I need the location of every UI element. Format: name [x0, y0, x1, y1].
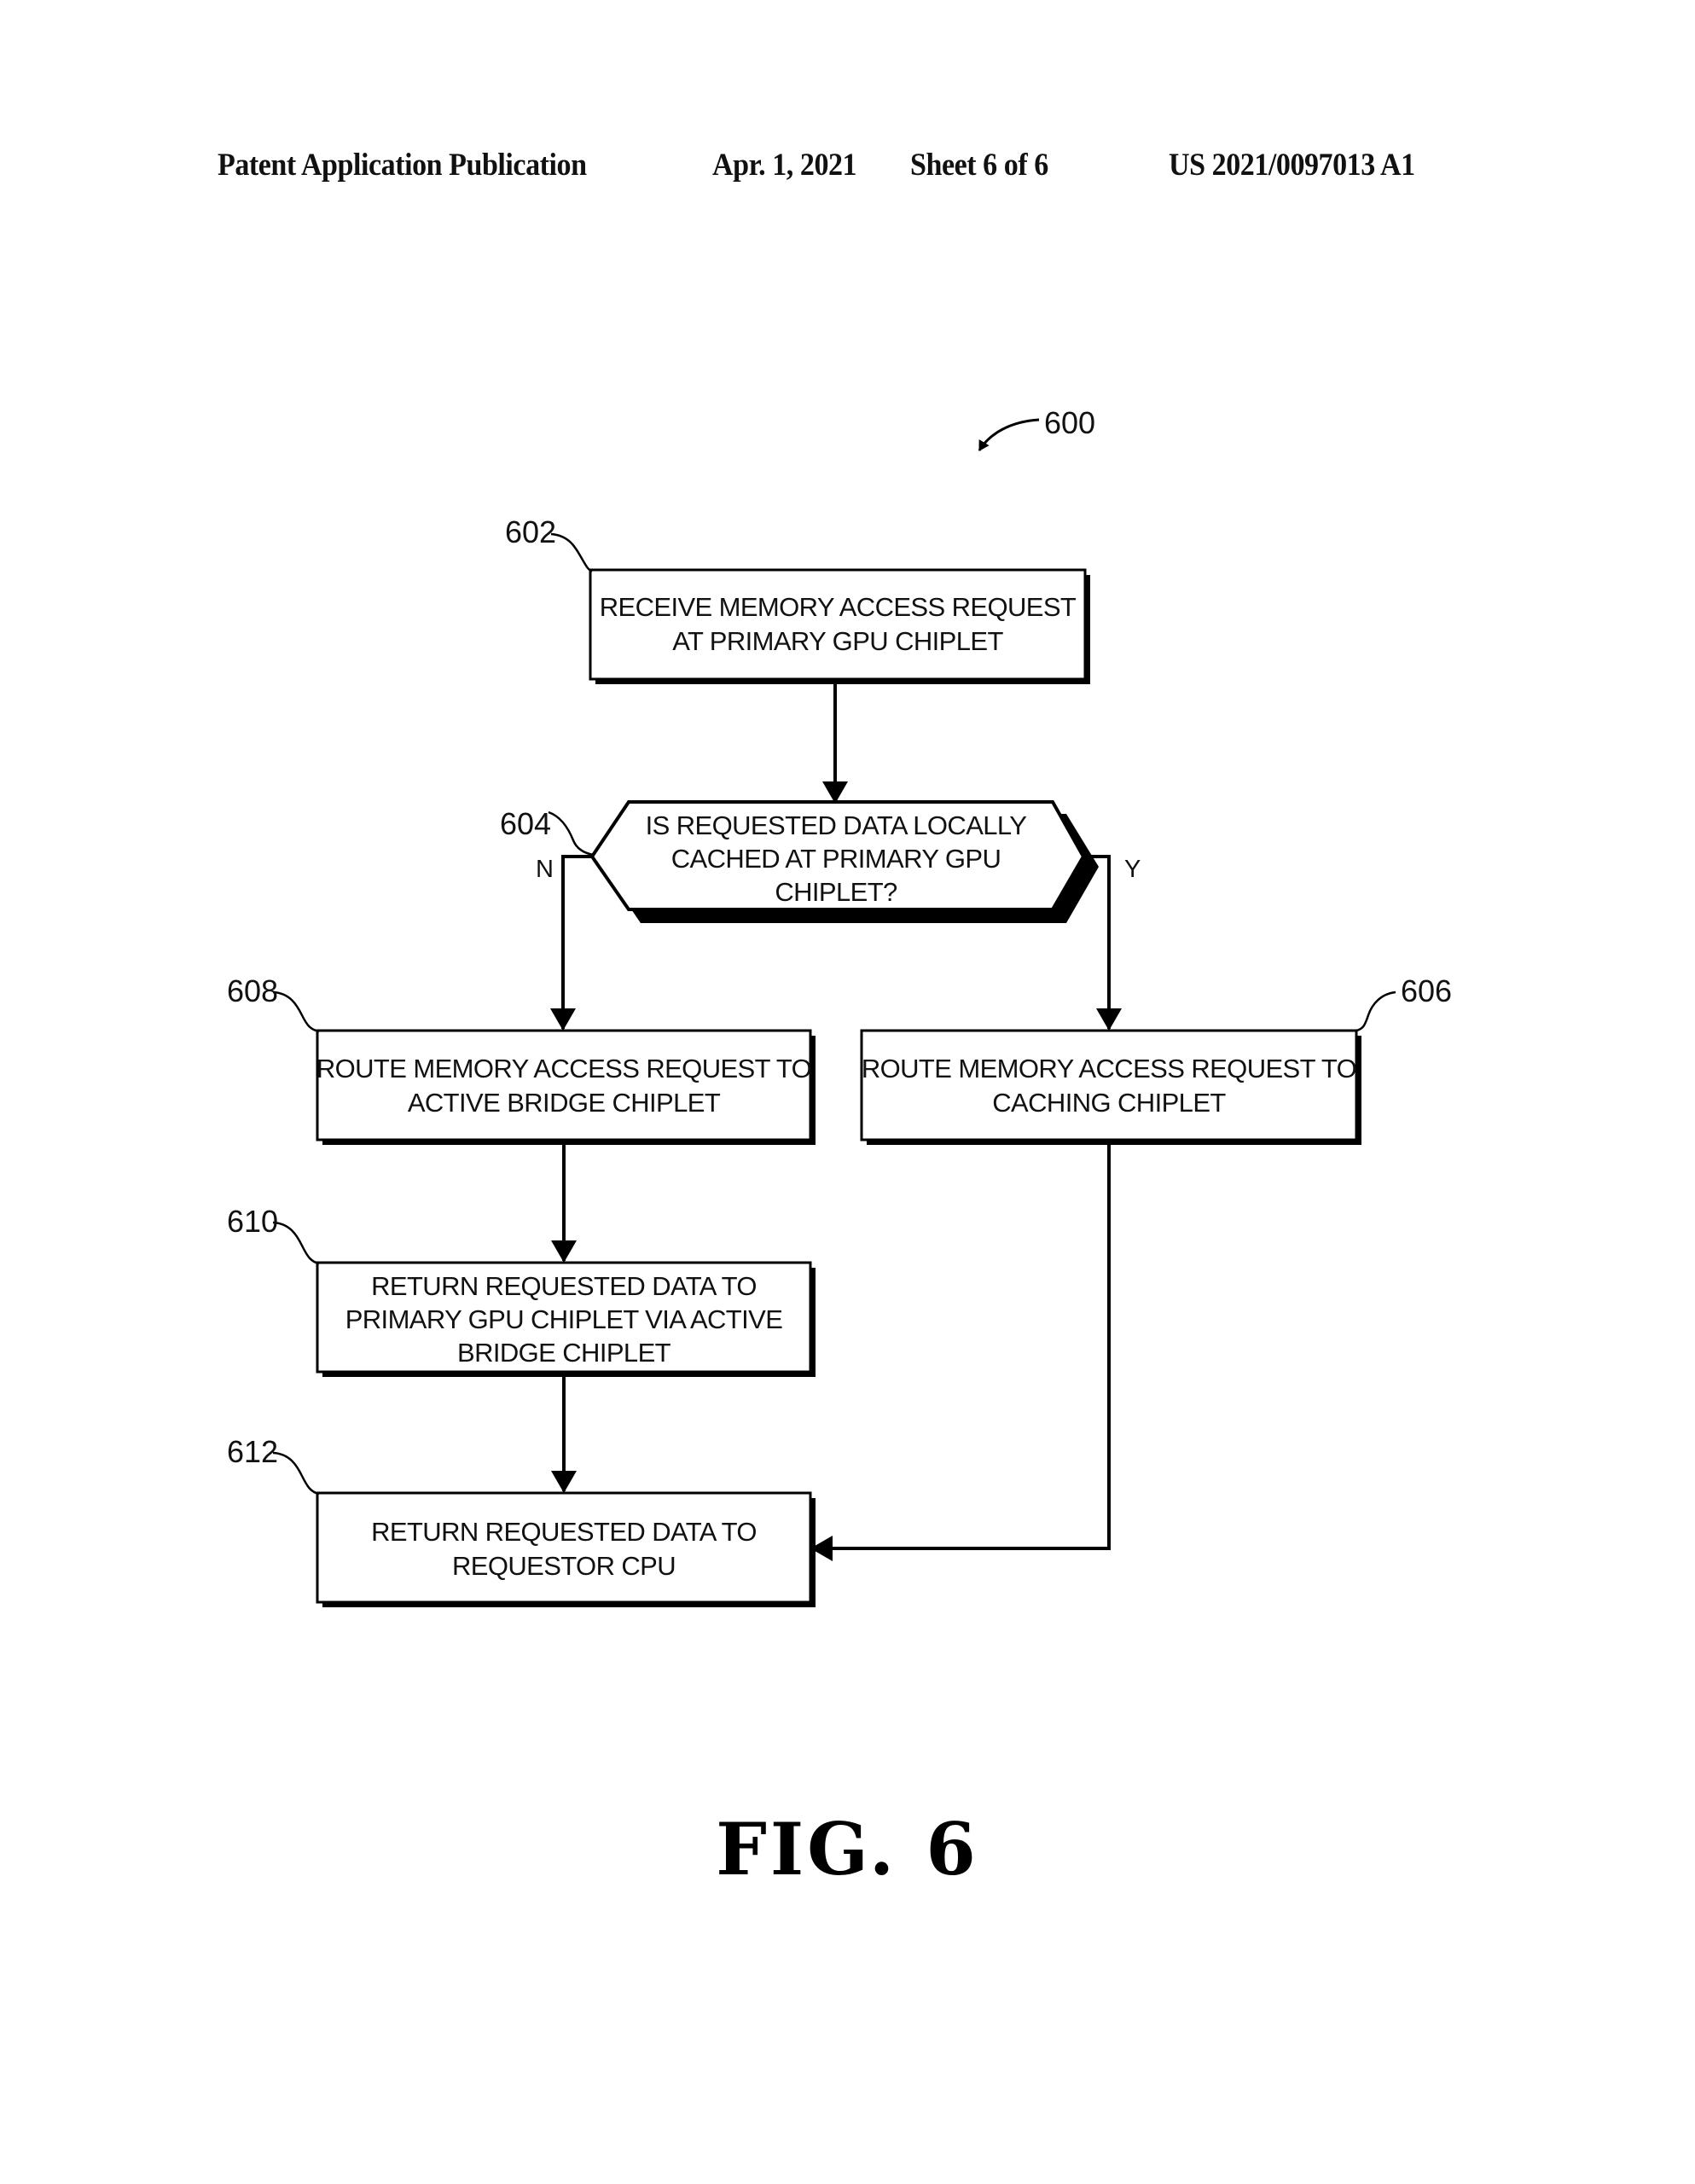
step-608-line-1: ROUTE MEMORY ACCESS REQUEST TO — [316, 1054, 811, 1083]
figure-reference-600: 600 — [978, 405, 1095, 451]
step-606-line-1: ROUTE MEMORY ACCESS REQUEST TO — [862, 1054, 1356, 1083]
step-606-box: ROUTE MEMORY ACCESS REQUEST TO CACHING C… — [860, 1029, 1361, 1145]
step-602-line-1: RECEIVE MEMORY ACCESS REQUEST — [600, 592, 1077, 622]
step-610-line-1: RETURN REQUESTED DATA TO — [371, 1271, 757, 1301]
leader-line-612 — [272, 1451, 320, 1496]
step-608-box: ROUTE MEMORY ACCESS REQUEST TO ACTIVE BR… — [316, 1029, 816, 1145]
publication-number: US 2021/0097013 A1 — [1169, 148, 1415, 183]
step-602-line-2: AT PRIMARY GPU CHIPLET — [672, 626, 1003, 656]
step-610-box: RETURN REQUESTED DATA TO PRIMARY GPU CHI… — [316, 1261, 816, 1377]
step-610-line-3: BRIDGE CHIPLET — [457, 1338, 671, 1368]
branch-label-yes: Y — [1124, 856, 1141, 883]
step-602-box: RECEIVE MEMORY ACCESS REQUEST AT PRIMARY… — [589, 568, 1090, 684]
step-612-box: RETURN REQUESTED DATA TO REQUESTOR CPU — [316, 1491, 816, 1607]
reference-label-606: 606 — [1401, 973, 1452, 1008]
publication-date: Apr. 1, 2021 — [712, 148, 857, 183]
arrow-606-to-612 — [810, 1143, 1111, 1561]
step-604-line-1: IS REQUESTED DATA LOCALLY — [646, 810, 1027, 840]
reference-label-600: 600 — [1044, 405, 1095, 440]
step-604-line-3: CHIPLET? — [775, 877, 897, 907]
box-outline — [860, 1029, 1358, 1141]
sheet-number: Sheet 6 of 6 — [910, 148, 1048, 183]
leader-line-606 — [1355, 990, 1396, 1032]
box-outline — [316, 1029, 812, 1141]
patent-header: Patent Application Publication Apr. 1, 2… — [218, 147, 1463, 189]
reference-label-604: 604 — [500, 806, 551, 841]
leader-line-608 — [272, 990, 320, 1033]
step-610-line-2: PRIMARY GPU CHIPLET VIA ACTIVE — [345, 1304, 783, 1334]
leader-line-610 — [272, 1221, 320, 1265]
step-612-line-2: REQUESTOR CPU — [452, 1551, 676, 1581]
reference-label-612: 612 — [227, 1434, 278, 1469]
reference-label-610: 610 — [227, 1204, 278, 1239]
step-604-line-2: CACHED AT PRIMARY GPU — [671, 844, 1001, 874]
arrow-604-yes-to-606 — [1083, 855, 1122, 1031]
step-612-line-1: RETURN REQUESTED DATA TO — [371, 1517, 757, 1547]
reference-label-608: 608 — [227, 973, 278, 1008]
leader-line-604 — [548, 810, 595, 857]
leader-line-602 — [550, 532, 593, 573]
branch-label-no: N — [536, 856, 554, 883]
arrow-604-no-to-608 — [550, 855, 592, 1031]
figure-caption: FIG. 6 — [716, 1807, 979, 1891]
reference-arrow-600 — [978, 418, 1040, 451]
step-608-line-2: ACTIVE BRIDGE CHIPLET — [408, 1088, 721, 1118]
step-604-decision: IS REQUESTED DATA LOCALLY CACHED AT PRIM… — [589, 800, 1099, 923]
publication-type: Patent Application Publication — [218, 148, 587, 183]
step-606-line-2: CACHING CHIPLET — [992, 1088, 1226, 1118]
box-outline — [589, 568, 1087, 681]
box-outline — [316, 1491, 812, 1604]
box-outline — [316, 1261, 812, 1374]
reference-label-602: 602 — [505, 514, 556, 549]
